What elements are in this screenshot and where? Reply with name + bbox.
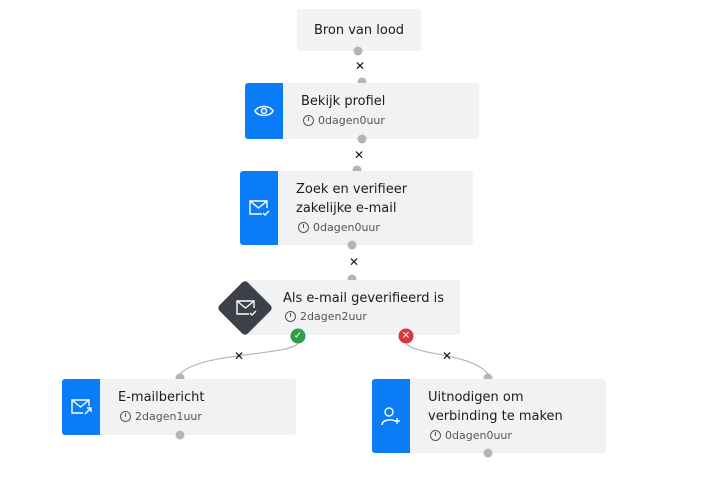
clock-icon: [303, 115, 314, 126]
step-delay: 0dagen0uur: [313, 221, 380, 234]
mail-check-icon: [240, 171, 278, 245]
step-title-line-2: zakelijke e-mail: [296, 201, 397, 216]
connector-dot[interactable]: [175, 430, 185, 440]
step-delay: 0dagen0uur: [445, 429, 512, 442]
step-delay: 2dagen1uur: [135, 410, 202, 423]
remove-connection-icon[interactable]: ✕: [441, 349, 453, 363]
connector-dot[interactable]: [483, 448, 493, 458]
condition-delay: 2dagen2uur: [300, 310, 367, 323]
step-delay: 0dagen0uur: [318, 114, 385, 127]
step-title-line-2: verbinding te maken: [428, 409, 563, 424]
connector-dot[interactable]: [347, 274, 357, 284]
remove-connection-icon[interactable]: ✕: [354, 59, 366, 73]
connector-dot[interactable]: [353, 46, 363, 56]
step-view-profile[interactable]: Bekijk profiel 0dagen0uur: [245, 83, 479, 139]
step-invite-connect[interactable]: Uitnodigen om verbinding te maken 0dagen…: [372, 379, 606, 453]
connector-dot[interactable]: [175, 373, 185, 383]
mail-check-icon: [235, 299, 257, 321]
remove-connection-icon[interactable]: ✕: [348, 255, 360, 269]
condition-email-verified[interactable]: Als e-mail geverifieerd is 2dagen2uur: [244, 280, 460, 335]
step-email-message[interactable]: E-mailbericht 2dagen1uur: [62, 379, 296, 435]
condition-title: Als e-mail geverifieerd is: [283, 291, 445, 306]
start-label: Bron van lood: [313, 22, 405, 38]
clock-icon: [285, 311, 296, 322]
eye-icon: [245, 83, 283, 139]
no-branch-icon[interactable]: ✕: [398, 328, 414, 344]
step-title-line-1: Zoek en verifieer: [296, 182, 408, 197]
clock-icon: [298, 222, 309, 233]
user-plus-icon: [372, 379, 410, 453]
step-title-line-1: Uitnodigen om: [428, 390, 524, 405]
step-title: E-mailbericht: [118, 390, 205, 405]
yes-branch-icon[interactable]: ✓: [290, 328, 306, 344]
connector-dot[interactable]: [357, 77, 367, 87]
clock-icon: [120, 411, 131, 422]
start-node[interactable]: Bron van lood: [297, 9, 421, 51]
mail-send-icon: [62, 379, 100, 435]
connector-dot[interactable]: [483, 373, 493, 383]
connector-dot[interactable]: [347, 240, 357, 250]
remove-connection-icon[interactable]: ✕: [353, 148, 365, 162]
connector-dot[interactable]: [357, 134, 367, 144]
step-find-verify-email[interactable]: Zoek en verifieer zakelijke e-mail 0dage…: [240, 171, 473, 245]
clock-icon: [430, 430, 441, 441]
step-title: Bekijk profiel: [301, 94, 386, 109]
connector-dot[interactable]: [352, 165, 362, 175]
remove-connection-icon[interactable]: ✕: [233, 349, 245, 363]
